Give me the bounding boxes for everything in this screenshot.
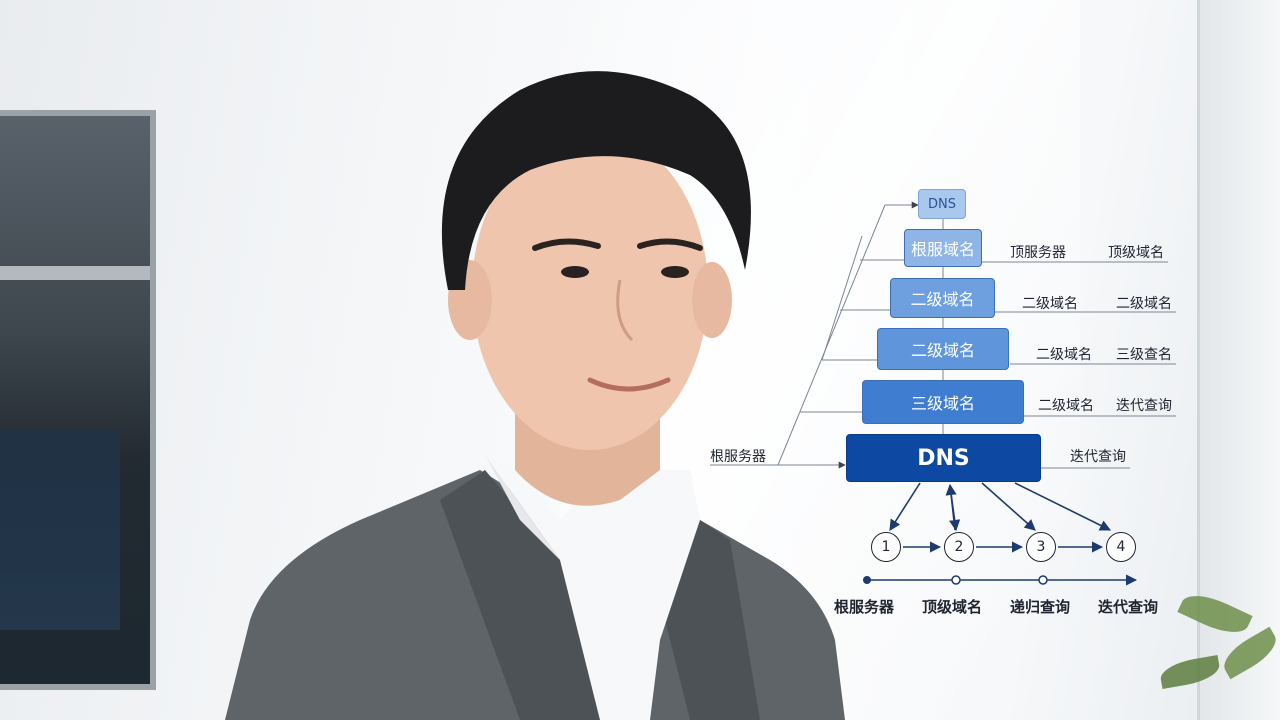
layer-right-label: 迭代查询 <box>1070 449 1126 465</box>
layer-right-label: 二级域名 <box>1036 347 1092 363</box>
background-window-glass <box>0 430 120 630</box>
layer-right-label: 三级查名 <box>1116 347 1172 363</box>
layer-right-label: 顶服务器 <box>1010 245 1066 261</box>
layer-box-second-level-1: 二级域名 <box>890 278 995 318</box>
layer-box-third-level: 三级域名 <box>862 380 1024 424</box>
step-node-2: 2 <box>944 532 974 562</box>
layer-box-dns-top: DNS <box>918 189 966 219</box>
layer-right-label: 迭代查询 <box>1116 398 1172 414</box>
layer-right-label: 二级域名 <box>1116 296 1172 312</box>
timeline-label: 递归查询 <box>1010 598 1071 616</box>
step-node-4: 4 <box>1106 532 1136 562</box>
layer-box-dns-main: DNS <box>846 434 1041 482</box>
layer-box-second-level-2: 二级域名 <box>877 328 1009 370</box>
timeline-label: 顶级域名 <box>922 598 983 616</box>
root-server-label: 根服务器 <box>710 449 766 465</box>
step-node-3: 3 <box>1026 532 1056 562</box>
layer-right-label: 二级域名 <box>1022 296 1078 312</box>
timeline-label: 根服务器 <box>834 598 895 616</box>
layer-right-label: 二级域名 <box>1038 398 1094 414</box>
timeline-label: 迭代查询 <box>1098 598 1159 616</box>
layer-right-label: 顶级域名 <box>1108 245 1164 261</box>
step-node-1: 1 <box>871 532 901 562</box>
layer-box-root: 根服域名 <box>904 229 982 267</box>
